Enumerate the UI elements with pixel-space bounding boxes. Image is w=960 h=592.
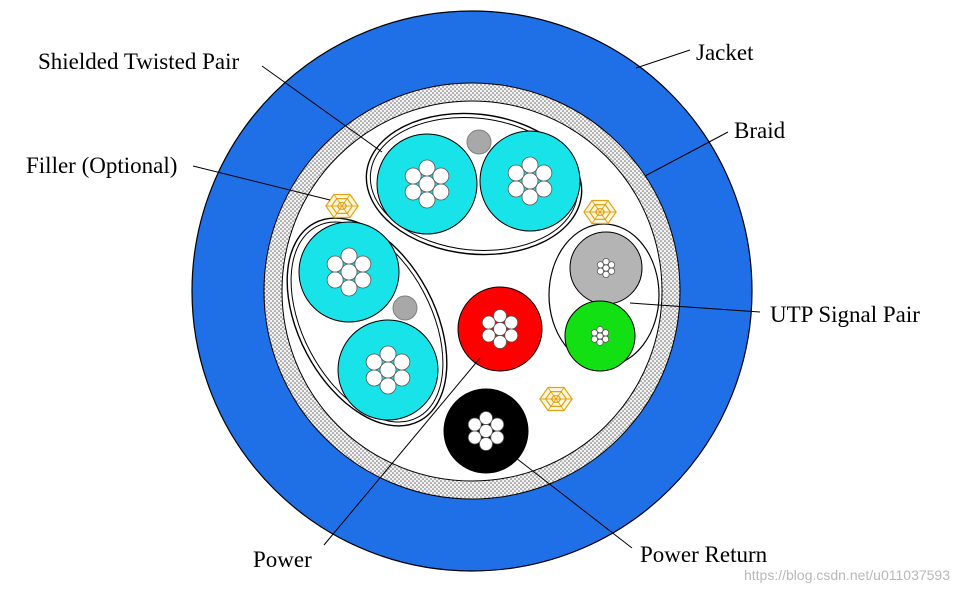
leader-filler: [192, 165, 331, 201]
filler-yarn-spoke: [547, 387, 557, 400]
utp-signal-pair: [548, 223, 660, 372]
drain-wire: [466, 129, 492, 155]
conductor-strand: [404, 167, 422, 185]
conductor-strand: [493, 335, 507, 349]
conductor-strand: [418, 175, 436, 193]
conductor-strand: [467, 417, 482, 432]
filler-yarn-spoke: [547, 398, 557, 411]
conductor-strand: [481, 315, 496, 330]
conductor-strand: [393, 353, 411, 371]
conductor-strand: [479, 424, 493, 438]
power-conductor: [457, 286, 543, 372]
filler-yarn-spoke: [341, 194, 351, 207]
conductor-strand: [418, 191, 436, 209]
label-jacket: Jacket: [696, 40, 754, 65]
filler-yarn-spoke: [555, 398, 565, 411]
drain-wire: [392, 295, 418, 321]
conductor-strand: [601, 329, 610, 337]
conductor-strand: [326, 271, 344, 289]
label-power-return: Power Return: [640, 542, 768, 567]
label-utp-signal-pair: UTP Signal Pair: [770, 302, 920, 327]
conductor-strand: [490, 417, 505, 432]
conductor-strand: [507, 180, 525, 198]
conductor-strand: [507, 164, 525, 182]
filler-yarn-spoke: [599, 211, 609, 224]
filler: [325, 193, 359, 219]
conductor-strand: [481, 328, 496, 343]
conductor-strand: [590, 335, 599, 343]
filler: [539, 386, 573, 412]
conductor-strand: [354, 271, 372, 289]
label-shielded-twisted-pair: Shielded Twisted Pair: [38, 49, 239, 74]
leader-jacket: [635, 49, 691, 69]
conductor-strand: [340, 279, 358, 297]
conductor-strand: [521, 156, 539, 174]
conductor-strand: [493, 309, 507, 323]
leader-braid: [644, 131, 729, 177]
conductor-strand: [521, 188, 539, 206]
leader-power: [323, 357, 481, 546]
conductor-strand: [535, 164, 553, 182]
watermark: https://blog.csdn.net/u011037593: [744, 567, 950, 583]
power-return-conductor: [443, 388, 529, 474]
conductor-strand: [596, 261, 605, 269]
conductor-strand: [479, 437, 493, 451]
shielded-twisted-pair-top: [365, 112, 583, 256]
conductor-strand: [607, 261, 616, 269]
conductor-strand: [504, 328, 519, 343]
conductor-strand: [379, 361, 397, 379]
label-power: Power: [253, 547, 312, 572]
leader-shielded-pair: [261, 65, 383, 153]
label-filler: Filler (Optional): [26, 153, 177, 178]
conductor-strand: [404, 183, 422, 201]
conductor-strand: [596, 325, 604, 334]
conductor-strand: [596, 267, 605, 275]
filler-yarn-spoke: [341, 205, 351, 218]
conductor-strand: [393, 369, 411, 387]
shielded-twisted-pair-left: [286, 217, 448, 427]
filler-yarn-spoke: [333, 205, 343, 218]
conductor-strand: [340, 247, 358, 265]
conductor-strand: [479, 411, 493, 425]
conductor-strand: [490, 430, 505, 445]
conductor-strand: [521, 172, 539, 190]
leader-power-return: [515, 457, 633, 549]
conductor-strand: [432, 183, 450, 201]
conductor-strand: [365, 353, 383, 371]
leader-utp: [629, 302, 761, 313]
conductor-strand: [467, 430, 482, 445]
conductor-strand: [602, 257, 610, 266]
conductor-strand: [418, 159, 436, 177]
conductor-strand: [432, 167, 450, 185]
conductor-strand: [596, 338, 604, 346]
filler-yarn-spoke: [333, 194, 343, 207]
conductor-strand: [493, 322, 507, 336]
conductor-strand: [340, 263, 358, 281]
conductor-strand: [354, 255, 372, 273]
conductor-strand: [535, 180, 553, 198]
conductor-strand: [365, 369, 383, 387]
conductor-strand: [590, 329, 599, 337]
conductor-strand: [379, 345, 397, 363]
filler-yarn-spoke: [599, 200, 609, 213]
filler: [583, 199, 617, 225]
filler-yarn-spoke: [555, 387, 565, 400]
conductor-strand: [379, 377, 397, 395]
conductor-strand: [602, 270, 610, 278]
label-braid: Braid: [734, 118, 786, 143]
conductor-strand: [326, 255, 344, 273]
filler-yarn-spoke: [591, 200, 601, 213]
filler-yarn-spoke: [591, 211, 601, 224]
conductor-strand: [504, 315, 519, 330]
